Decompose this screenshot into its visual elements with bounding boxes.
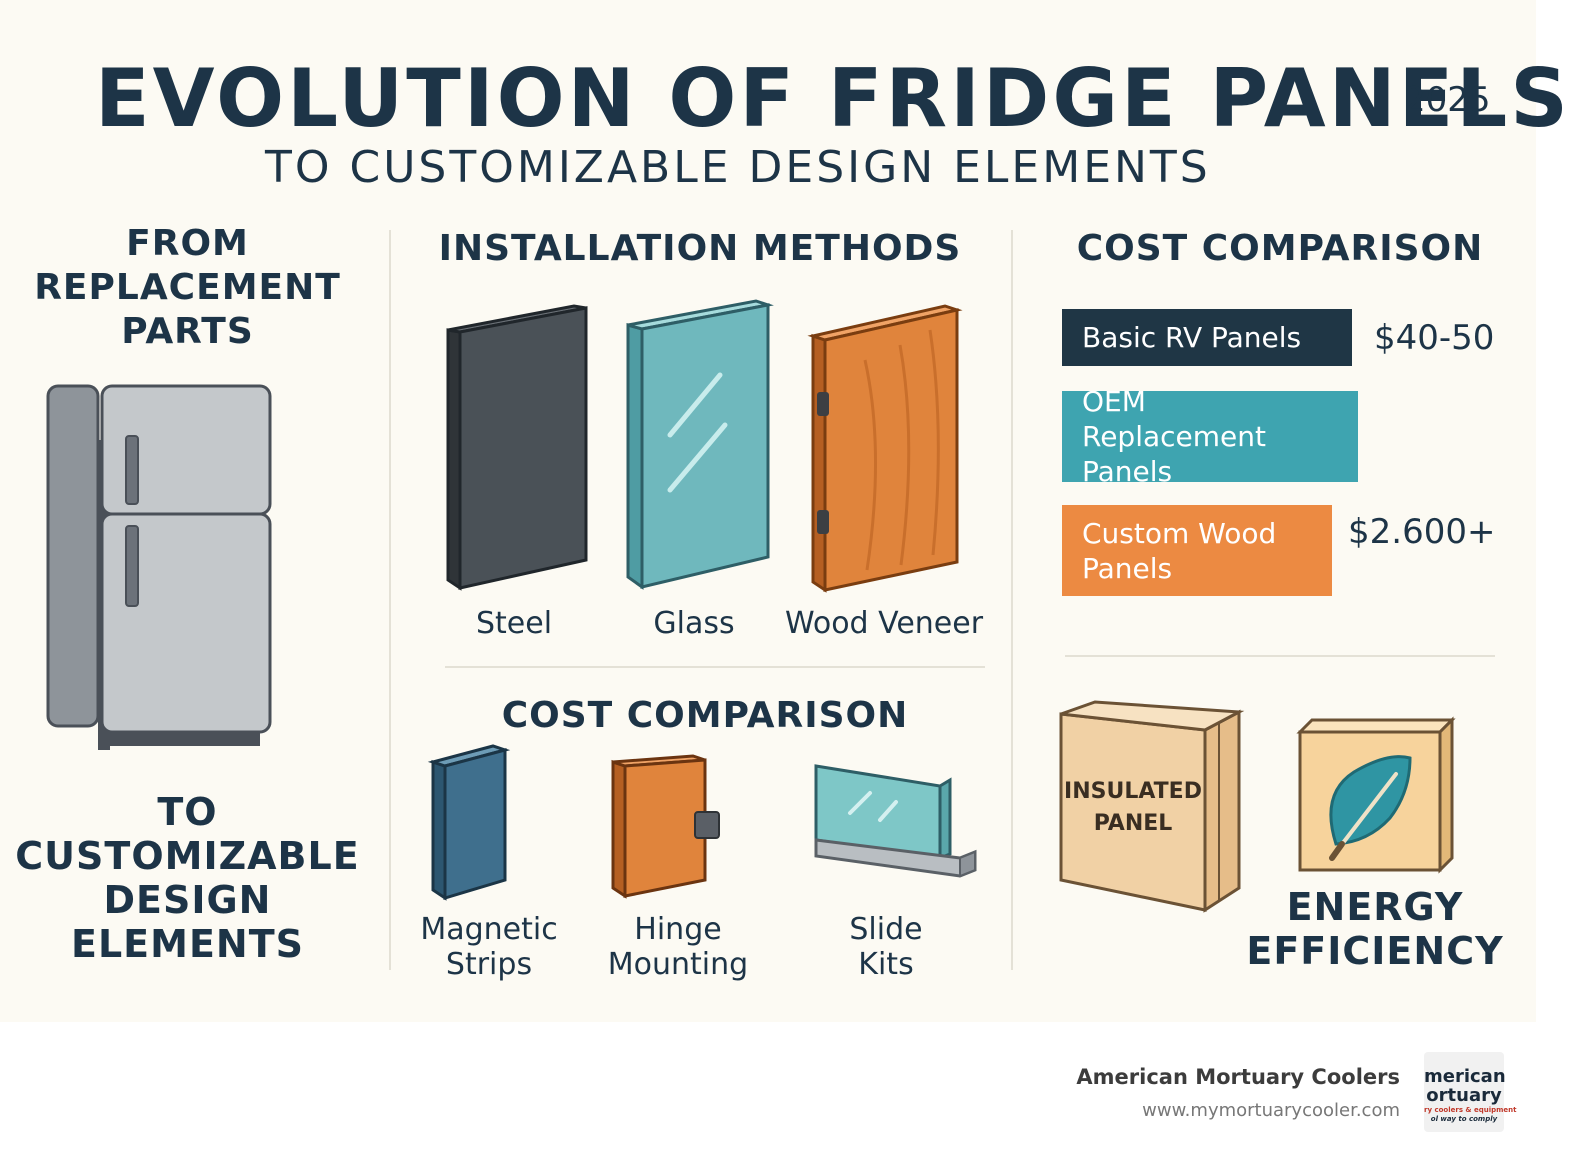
installation-methods-title: INSTALLATION METHODS — [438, 228, 962, 269]
method-label-line: Kits — [858, 947, 914, 982]
energy-efficiency-heading: ENERGY EFFICIENCY — [1240, 885, 1510, 973]
material-label: Steel — [475, 606, 553, 641]
refrigerator-icon — [46, 384, 272, 750]
material-label: Glass — [653, 606, 735, 641]
insulated-panel-label: INSULATED PANEL — [1063, 776, 1203, 840]
heading-line: ELEMENTS — [71, 922, 304, 966]
logo-text-line: ortuary — [1426, 1085, 1502, 1106]
brand-url[interactable]: www.mymortuarycooler.com — [1142, 1100, 1400, 1121]
cost-bar-label-line: Panels — [1082, 455, 1173, 488]
slide-kit-icon — [814, 764, 977, 878]
subtitle: TO CUSTOMIZABLE DESIGN ELEMENTS — [265, 142, 1211, 193]
footer — [0, 1022, 1536, 1154]
method-label-line: Strips — [445, 947, 533, 982]
to-customizable-heading: TO CUSTOMIZABLE DESIGN ELEMENTS — [15, 790, 360, 966]
heading-line: ENERGY — [1286, 885, 1464, 929]
magnetic-strip-icon — [427, 744, 511, 901]
cost-bar-label-line: OEM Replacement — [1082, 385, 1266, 453]
heading-line: FROM — [126, 223, 249, 264]
cost-price: $40-50 — [1374, 318, 1495, 358]
divider-right — [1011, 230, 1013, 970]
glass-panel-icon — [626, 299, 774, 590]
insulated-box-icon — [1059, 700, 1245, 913]
method-label: Hinge Mounting — [578, 912, 778, 982]
divider-left — [389, 230, 391, 970]
cost-comparison-middle-title: COST COMPARISON — [501, 695, 909, 736]
divider-right-section — [1065, 655, 1495, 657]
energy-efficiency-box-icon — [1296, 716, 1456, 874]
infographic-canvas: EVOLUTION OF FRIDGE PANELS 2025 TO CUSTO… — [0, 0, 1571, 1022]
heading-line: DESIGN — [103, 878, 272, 922]
insulated-label-line: INSULATED — [1064, 779, 1202, 804]
steel-panel-icon — [446, 304, 588, 591]
insulated-label-line: PANEL — [1093, 811, 1173, 836]
logo-text-line: ry coolers & equipment — [1424, 1106, 1517, 1114]
insulated-panel-illustration: INSULATED PANEL — [1055, 700, 1250, 915]
cost-price: $2.600+ — [1348, 512, 1496, 552]
method-label-line: Magnetic — [420, 912, 558, 947]
year-label: 2025 — [1404, 80, 1491, 120]
cost-bar-basic-rv: Basic RV Panels — [1062, 309, 1352, 366]
divider-middle — [445, 666, 985, 668]
cost-bar-oem: OEM Replacement Panels — [1062, 385, 1358, 488]
wood-veneer-panel-icon — [807, 304, 963, 593]
method-label-line: Mounting — [607, 947, 749, 982]
method-label-line: Hinge — [634, 912, 722, 947]
logo-text-line: ol way to comply — [1430, 1115, 1498, 1123]
from-replacement-parts-heading: FROM REPLACEMENT PARTS — [20, 222, 355, 354]
material-label: Wood Veneer — [784, 606, 984, 641]
company-logo: merican ortuary ry coolers & equipment o… — [1424, 1052, 1517, 1132]
method-label: Magnetic Strips — [389, 912, 589, 982]
cost-bar-label-line: Custom Wood — [1082, 516, 1277, 550]
method-label: Slide Kits — [786, 912, 986, 982]
cost-comparison-right-title: COST COMPARISON — [1076, 228, 1484, 269]
brand-name: American Mortuary Coolers — [1076, 1065, 1400, 1089]
heading-line: TO — [157, 790, 218, 834]
heading-line: REPLACEMENT — [34, 267, 341, 308]
method-label-line: Slide — [849, 912, 923, 947]
heading-line: EFFICIENCY — [1246, 929, 1504, 973]
cost-bar-custom-wood: Custom Wood Panels — [1062, 505, 1332, 596]
hinge-mounting-icon — [611, 754, 720, 899]
cost-bar-label: Basic RV Panels — [1082, 321, 1302, 354]
main-title: EVOLUTION OF FRIDGE PANELS — [95, 52, 1571, 145]
heading-line: CUSTOMIZABLE — [15, 834, 360, 878]
cost-bar-label-line: Panels — [1082, 551, 1173, 585]
logo-text-line: merican — [1424, 1066, 1506, 1087]
heading-line: PARTS — [121, 311, 254, 352]
